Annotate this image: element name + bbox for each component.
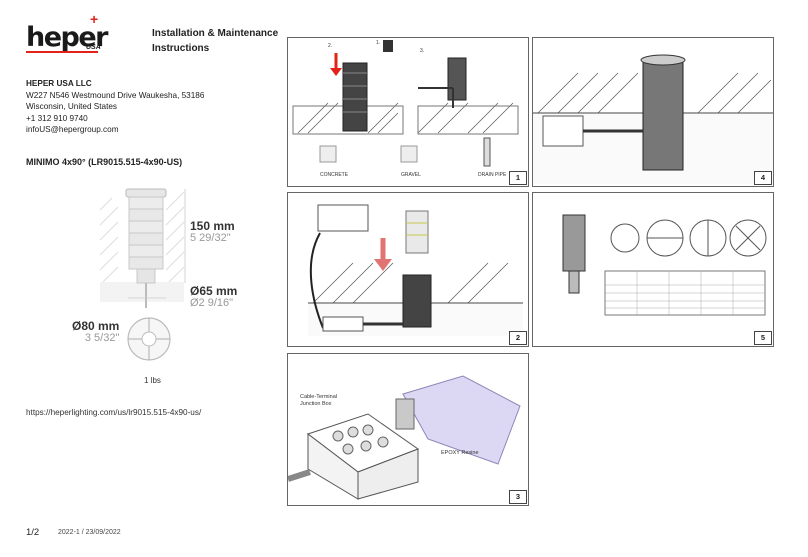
brand-sub: USA [86,44,101,51]
panel-3-label-epoxy: EPOXY Resine [441,450,479,456]
step-panel-1: 2. 1. 3. CONCRETE GRAVEL DRAIN PIPE 1 [287,37,529,187]
diameter-in: Ø2 9/16" [190,297,234,309]
panel-1-label-concrete: CONCRETE [320,172,349,178]
panel-4-number: 4 [754,171,772,185]
company-info: HEPER USA LLC W227 N546 Westmound Drive … [26,78,204,136]
step-panel-5: 5 [532,192,774,347]
height-mm: 150 mm [190,219,235,233]
product-weight: 1 lbs [144,376,161,385]
brand-underline [26,51,98,53]
panel-1-step-1: 1. [376,40,381,46]
diameter-dimension: Ø65 mm Ø2 9/16" [190,285,237,309]
step-panel-4: 4 [532,37,774,187]
product-url[interactable]: https://heperlighting.com/us/lr9015.515-… [26,408,202,417]
panel-1-label-gravel: GRAVEL [401,172,421,178]
head-in: 3 5/32" [84,332,120,344]
panel-2-number: 2 [509,331,527,345]
document-title-line-1: Installation & Maintenance [152,28,279,39]
company-phone: +1 312 910 9740 [26,113,88,123]
panel-3-label-junction-2: Junction Box [300,401,332,407]
height-dimension: 150 mm 5 29/32" [190,220,235,244]
page-number: 1/2 [26,527,40,538]
panel-4-illustration [533,54,773,184]
panel-3-number: 3 [509,490,527,504]
panel-5-illustration [562,214,767,316]
document-title-line-2: Instructions [152,43,210,54]
panel-3-label-junction-1: Cable-Terminal [300,394,337,400]
panel-2-illustration [308,204,523,336]
panel-1-illustration [292,40,519,167]
panel-5-number: 5 [754,331,772,345]
brand-plus-icon: + [90,11,99,27]
company-address-1: W227 N546 Westmound Drive Waukesha, 5318… [26,90,205,100]
company-name: HEPER USA LLC [26,79,92,88]
product-name: MINIMO 4x90° (LR9015.515-4x90-US) [26,157,183,167]
step-panel-2: 2 [287,192,529,347]
diameter-mm: Ø65 mm [190,284,238,298]
head-dimension: Ø80 mm 3 5/32" [72,320,119,344]
panel-1-number: 1 [509,171,527,185]
brand-logo-word: heper [26,22,109,53]
company-address-2: Wisconsin, United States [26,102,118,111]
height-in: 5 29/32" [190,232,231,244]
panel-3-illustration [288,375,521,500]
step-panel-3: Cable-Terminal Junction Box EPOXY Resine… [287,353,529,506]
panel-1-step-2: 2. [328,43,333,49]
panel-1-step-3: 3. [420,48,425,54]
head-mm: Ø80 mm [72,319,120,333]
company-email: infoUS@hepergroup.com [26,125,119,134]
document-title: Installation & Maintenance Instructions [152,26,278,56]
document-version: 2022-1 / 23/09/2022 [58,529,121,536]
panel-1-label-drain-pipe: DRAIN PIPE [478,172,507,178]
